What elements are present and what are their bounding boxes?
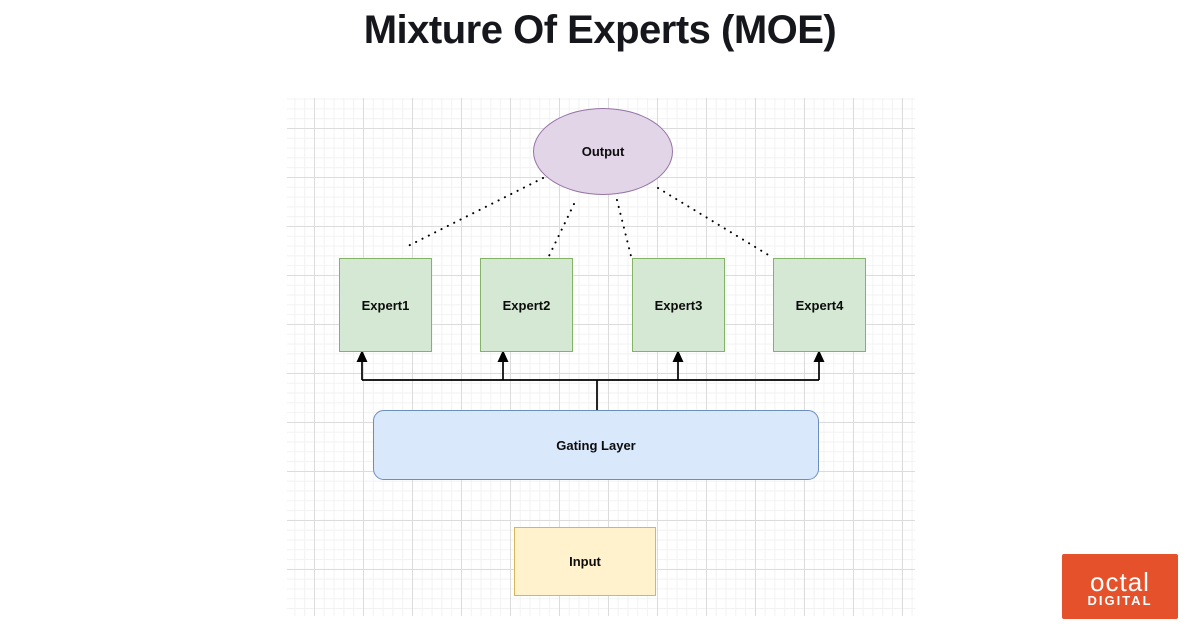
arrowhead-expert1 [356, 350, 368, 362]
node-expert-1: Expert1 [339, 258, 432, 352]
node-expert-1-label: Expert1 [361, 297, 410, 313]
node-input: Input [514, 527, 656, 596]
node-input-label: Input [569, 554, 601, 569]
dotted-link-output-expert3 [616, 199, 632, 257]
arrowhead-expert4 [813, 350, 825, 362]
node-expert-2: Expert2 [480, 258, 573, 352]
arrowheads [356, 350, 825, 362]
node-output-label: Output [581, 144, 625, 159]
node-gating-layer-label: Gating Layer [556, 437, 636, 453]
dotted-output-links [407, 177, 771, 257]
logo-brand-text: octal [1090, 567, 1150, 597]
connector-lines [356, 177, 825, 410]
node-expert-2-label: Expert2 [502, 297, 551, 313]
arrowhead-expert3 [672, 350, 684, 362]
gating-to-experts-tree [361, 361, 820, 410]
node-output: Output [533, 108, 673, 195]
logo-subtitle-text: DIGITAL [1087, 593, 1153, 608]
dotted-link-output-expert1 [407, 177, 544, 247]
diagram-canvas: Output Expert1 Expert2 Expert3 Expert4 G… [287, 98, 915, 616]
dotted-link-output-expert4 [657, 187, 771, 257]
octal-digital-logo: octal DIGITAL [1062, 554, 1178, 619]
arrowhead-expert2 [497, 350, 509, 362]
node-expert-3-label: Expert3 [654, 297, 703, 313]
page-title: Mixture Of Experts (MOE) [363, 8, 837, 52]
node-expert-4-label: Expert4 [795, 297, 844, 313]
node-expert-4: Expert4 [773, 258, 866, 352]
dotted-link-output-expert2 [548, 203, 575, 257]
node-expert-3: Expert3 [632, 258, 725, 352]
node-gating-layer: Gating Layer [373, 410, 819, 480]
